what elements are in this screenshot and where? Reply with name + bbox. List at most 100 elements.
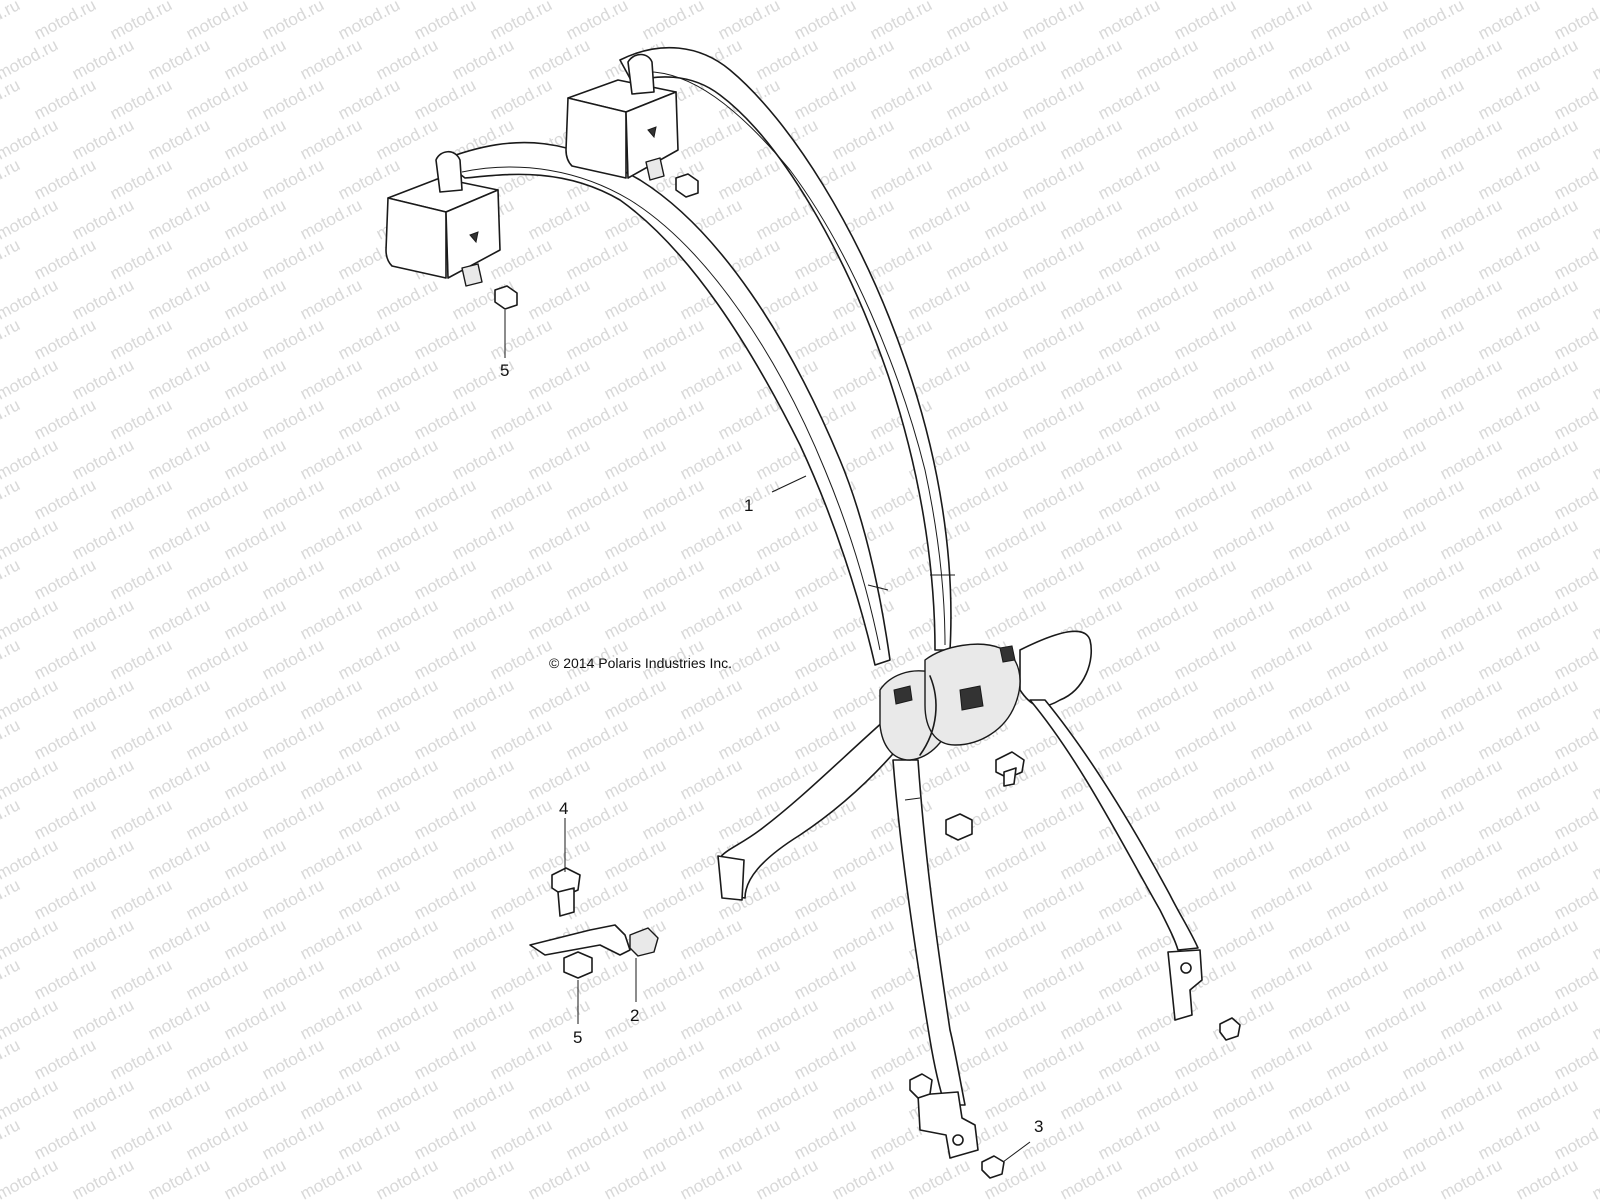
watermark-text: motod.ru	[1551, 475, 1600, 523]
watermark-text: motod.ru	[1133, 515, 1201, 563]
watermark-text: motod.ru	[449, 435, 517, 483]
watermark-text: motod.ru	[145, 195, 213, 243]
watermark-text: motod.ru	[1589, 115, 1600, 163]
watermark-text: motod.ru	[639, 0, 707, 44]
watermark-text: motod.ru	[69, 755, 137, 803]
watermark-text: motod.ru	[829, 1155, 897, 1200]
watermark-text: motod.ru	[259, 875, 327, 923]
watermark-text: motod.ru	[1057, 995, 1125, 1043]
callout-item-1: 1	[744, 496, 753, 515]
watermark-text: motod.ru	[1133, 1155, 1201, 1200]
watermark-text: motod.ru	[525, 755, 593, 803]
watermark-text: motod.ru	[107, 955, 175, 1003]
watermark-text: motod.ru	[1171, 635, 1239, 683]
watermark-text: motod.ru	[297, 515, 365, 563]
watermark-text: motod.ru	[31, 75, 99, 123]
callout-item-2: 2	[630, 1006, 639, 1025]
watermark-text: motod.ru	[145, 515, 213, 563]
watermark-text: motod.ru	[487, 955, 555, 1003]
watermark-text: motod.ru	[1171, 0, 1239, 44]
watermark-text: motod.ru	[0, 755, 61, 803]
watermark-text: motod.ru	[1589, 195, 1600, 243]
left-strap-edge	[461, 166, 881, 651]
watermark-text: motod.ru	[1247, 555, 1315, 603]
watermark-text: motod.ru	[145, 1075, 213, 1123]
watermark-text: motod.ru	[69, 1075, 137, 1123]
watermark-text: motod.ru	[335, 795, 403, 843]
watermark-text: motod.ru	[1133, 1075, 1201, 1123]
watermark-text: motod.ru	[1095, 955, 1163, 1003]
watermark-text: motod.ru	[411, 955, 479, 1003]
retractor-edge	[625, 119, 629, 173]
watermark-text: motod.ru	[69, 1155, 137, 1200]
watermark-text: motod.ru	[1247, 1115, 1315, 1163]
watermark-text: motod.ru	[1475, 1035, 1543, 1083]
watermark-text: motod.ru	[69, 275, 137, 323]
watermark-text: motod.ru	[601, 835, 669, 883]
watermark-text: motod.ru	[1285, 515, 1353, 563]
watermark-text: motod.ru	[1095, 315, 1163, 363]
watermark-text: motod.ru	[1171, 715, 1239, 763]
watermark-text: motod.ru	[1361, 835, 1429, 883]
watermark-text: motod.ru	[601, 1155, 669, 1200]
watermark-text: motod.ru	[0, 635, 23, 683]
watermark-text: motod.ru	[335, 1115, 403, 1163]
watermark-text: motod.ru	[1247, 315, 1315, 363]
watermark-text: motod.ru	[1475, 875, 1543, 923]
watermark-text: motod.ru	[297, 115, 365, 163]
watermark-text: motod.ru	[0, 955, 23, 1003]
watermark-text: motod.ru	[867, 0, 935, 44]
watermark-text: motod.ru	[31, 395, 99, 443]
watermark-text: motod.ru	[1513, 1155, 1581, 1200]
watermark-text: motod.ru	[1171, 795, 1239, 843]
watermark-text: motod.ru	[0, 435, 61, 483]
watermark-text: motod.ru	[145, 595, 213, 643]
watermark-text: motod.ru	[0, 0, 23, 44]
watermark-text: motod.ru	[1019, 555, 1087, 603]
watermark-text: motod.ru	[1209, 115, 1277, 163]
watermark-text: motod.ru	[943, 75, 1011, 123]
watermark-text: motod.ru	[297, 835, 365, 883]
watermark-text: motod.ru	[943, 155, 1011, 203]
watermark-text: motod.ru	[1399, 635, 1467, 683]
watermark-text: motod.ru	[0, 555, 23, 603]
watermark-text: motod.ru	[1399, 475, 1467, 523]
watermark-text: motod.ru	[1247, 75, 1315, 123]
watermark-text: motod.ru	[1475, 395, 1543, 443]
watermark-text: motod.ru	[1057, 195, 1125, 243]
bracket-stud	[629, 927, 659, 957]
watermark-text: motod.ru	[1057, 515, 1125, 563]
watermark-text: motod.ru	[107, 795, 175, 843]
watermark-text: motod.ru	[639, 795, 707, 843]
watermark-text: motod.ru	[791, 1035, 859, 1083]
buckle-bolt-shank	[1003, 767, 1017, 787]
watermark-text: motod.ru	[1095, 1115, 1163, 1163]
watermark-text: motod.ru	[1247, 955, 1315, 1003]
watermark-text: motod.ru	[525, 35, 593, 83]
watermark-text: motod.ru	[1247, 715, 1315, 763]
watermark-text: motod.ru	[183, 395, 251, 443]
watermark-text: motod.ru	[1133, 595, 1201, 643]
watermark-text: motod.ru	[563, 0, 631, 44]
watermark-text: motod.ru	[1171, 555, 1239, 603]
watermark-text: motod.ru	[601, 275, 669, 323]
watermark-text: motod.ru	[145, 915, 213, 963]
strap-mark	[867, 584, 889, 591]
watermark-text: motod.ru	[1057, 275, 1125, 323]
retractor-rivet	[647, 126, 657, 139]
watermark-text: motod.ru	[715, 155, 783, 203]
callout-item-5-top: 5	[500, 361, 509, 380]
watermark-text: motod.ru	[1209, 1075, 1277, 1123]
watermark-text: motod.ru	[1209, 275, 1277, 323]
watermark-text: motod.ru	[1399, 555, 1467, 603]
watermark-text: motod.ru	[1323, 0, 1391, 44]
watermark-text: motod.ru	[297, 595, 365, 643]
watermark-text: motod.ru	[1475, 235, 1543, 283]
watermark-text: motod.ru	[525, 1075, 593, 1123]
watermark-text: motod.ru	[677, 435, 745, 483]
watermark-text: motod.ru	[297, 675, 365, 723]
watermark-text: motod.ru	[1513, 675, 1581, 723]
watermark-text: motod.ru	[753, 35, 821, 83]
watermark-text: motod.ru	[867, 75, 935, 123]
